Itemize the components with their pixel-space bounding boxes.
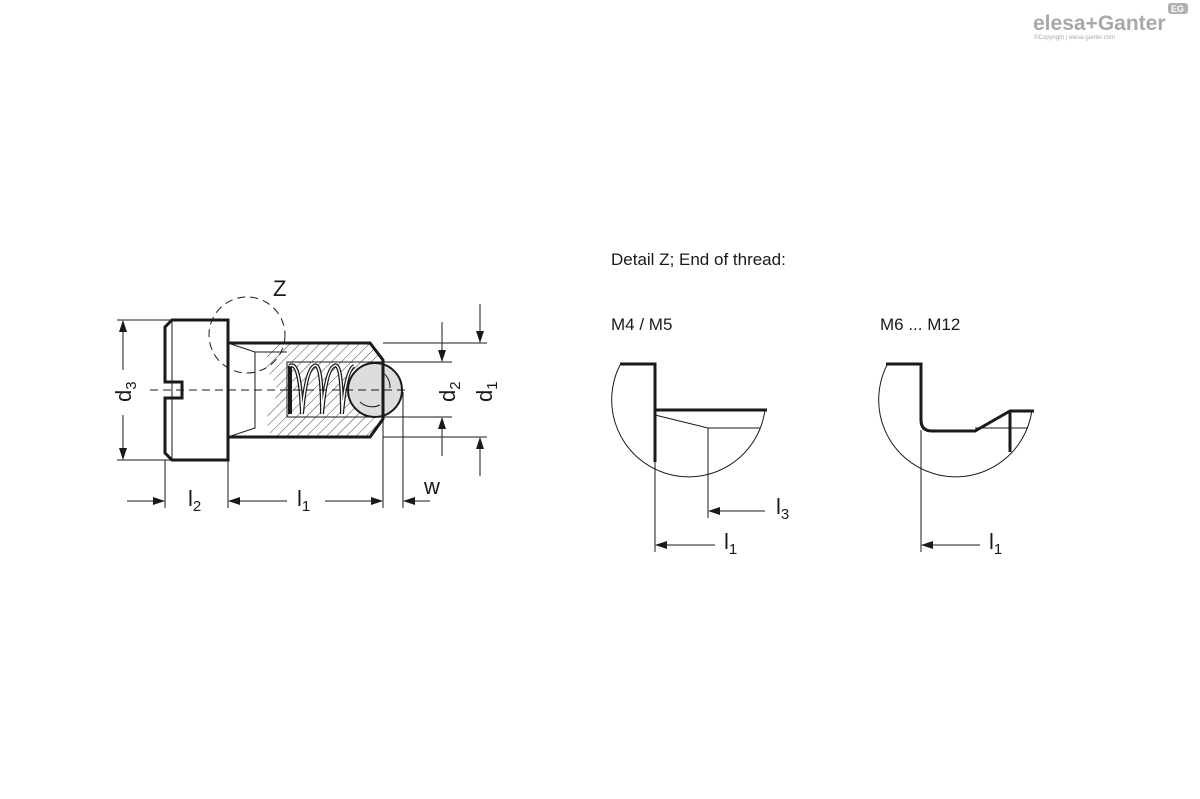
- label-text: EG: [1171, 4, 1184, 14]
- label-text: d: [472, 390, 497, 402]
- label-text: l: [297, 486, 302, 511]
- dim-w: w: [423, 474, 440, 499]
- label-text: elesa+Ganter: [1033, 12, 1166, 35]
- label-text: l: [188, 486, 193, 511]
- label-text: 1: [994, 541, 1002, 558]
- label-text: 1: [484, 381, 501, 389]
- label-text: d: [435, 390, 460, 402]
- dim-l3: l3: [776, 494, 789, 523]
- dim-d3: d3: [111, 381, 140, 402]
- dim-l2: l2: [188, 486, 201, 515]
- label-text: l: [989, 529, 994, 554]
- label-text: 2: [447, 381, 464, 389]
- label-text: d: [111, 390, 136, 402]
- label-text: l: [724, 529, 729, 554]
- label-text: l: [776, 494, 781, 519]
- elesa-ganter-logo: elesa+Ganter ©Copyright | elesa-ganter.c…: [1033, 3, 1188, 41]
- detail-title: Detail Z; End of thread:: [611, 250, 786, 269]
- spring-plunger-side-view: Z d3 d2 d1 l2 l1 w: [111, 276, 501, 515]
- detail-m4-m5: l3 l1: [611, 362, 789, 558]
- dim-l1-right: l1: [989, 529, 1002, 558]
- detail-left-label: M4 / M5: [611, 315, 672, 334]
- label-text: ©Copyright | elesa-ganter.com: [1034, 34, 1115, 41]
- detail-m6-m12: l1: [878, 362, 1034, 558]
- detail-z-label: Z: [273, 276, 286, 301]
- dim-l1: l1: [297, 486, 310, 515]
- label-text: 1: [729, 541, 737, 558]
- detail-right-label: M6 ... M12: [880, 315, 960, 334]
- label-text: 2: [193, 498, 201, 515]
- dim-d1: d1: [472, 381, 501, 402]
- label-text: 3: [123, 381, 140, 389]
- label-text: 3: [781, 506, 789, 523]
- dim-d2: d2: [435, 381, 464, 402]
- dim-l1-left: l1: [724, 529, 737, 558]
- label-text: 1: [302, 498, 310, 515]
